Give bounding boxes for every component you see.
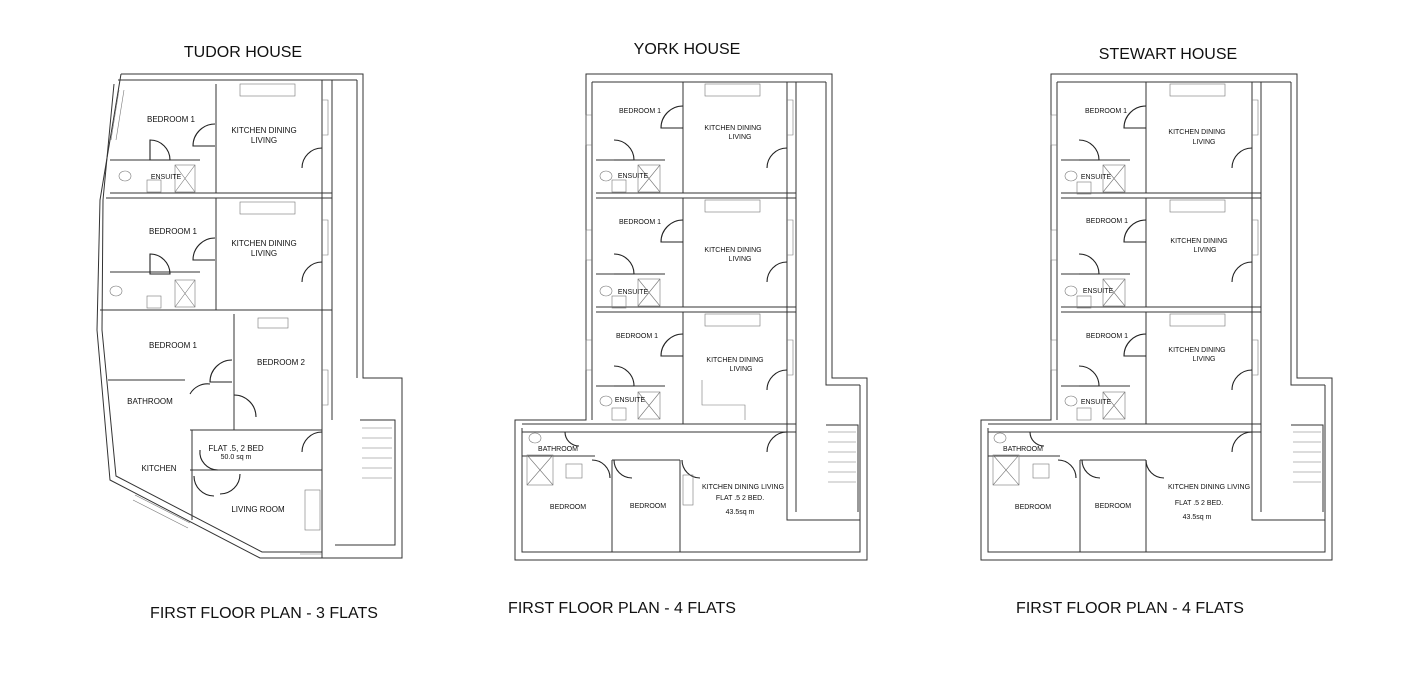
- stewart-kitchen-c-line1: KITCHEN DINING: [1168, 347, 1225, 354]
- york-kitchen-b-line1: KITCHEN DINING: [704, 247, 761, 254]
- york-kitchen-b-line2: LIVING: [729, 256, 752, 263]
- york-house-plan: YORK HOUSE: [508, 41, 868, 617]
- tudor-flat-c-line2: 50.0 sq m: [221, 454, 252, 461]
- york-ensuite-b: ENSUITE: [618, 289, 649, 296]
- tudor-kitchen-a-line2: LIVING: [251, 136, 277, 145]
- york-flat-d-line1: KITCHEN DINING LIVING: [702, 484, 784, 491]
- tudor-bedroom1-b: BEDROOM 1: [149, 227, 198, 236]
- stewart-bedroom1-a: BEDROOM 1: [1085, 108, 1127, 115]
- york-kitchen-c-line2: LIVING: [730, 366, 753, 373]
- stewart-ensuite-a: ENSUITE: [1081, 174, 1112, 181]
- york-ensuite-c: ENSUITE: [615, 397, 646, 404]
- stewart-bedroom-d2: BEDROOM: [1095, 503, 1131, 510]
- york-bedroom1-c: BEDROOM 1: [616, 333, 658, 340]
- york-bedroom1-b: BEDROOM 1: [619, 219, 661, 226]
- york-flat-d-line2: FLAT .5 2 BED.: [716, 495, 764, 502]
- tudor-house-title: TUDOR HOUSE: [184, 44, 302, 61]
- york-bathroom-d: BATHROOM: [538, 446, 578, 453]
- stewart-ensuite-c: ENSUITE: [1081, 399, 1112, 406]
- stewart-kitchen-c-line2: LIVING: [1193, 356, 1216, 363]
- york-flat-d-line3: 43.5sq m: [726, 509, 755, 516]
- stewart-flat-d-line1: KITCHEN DINING LIVING: [1168, 484, 1250, 491]
- tudor-kitchen-b-line2: LIVING: [251, 249, 277, 258]
- york-house-caption: FIRST FLOOR PLAN - 4 FLATS: [508, 600, 736, 617]
- tudor-kitchen-c: KITCHEN: [141, 464, 176, 473]
- stewart-kitchen-b-line1: KITCHEN DINING: [1170, 238, 1227, 245]
- stewart-flat-d-line2: FLAT .5 2 BED.: [1175, 500, 1223, 507]
- stewart-bedroom1-c: BEDROOM 1: [1086, 333, 1128, 340]
- stewart-ensuite-b: ENSUITE: [1083, 288, 1114, 295]
- stewart-house-plan: STEWART HOUSE: [980, 46, 1333, 617]
- tudor-bedroom1-c: BEDROOM 1: [149, 341, 198, 350]
- york-bedroom-d2: BEDROOM: [630, 503, 666, 510]
- york-kitchen-a-line2: LIVING: [729, 134, 752, 141]
- tudor-bedroom1-a: BEDROOM 1: [147, 115, 196, 124]
- stewart-kitchen-a-line2: LIVING: [1193, 139, 1216, 146]
- stewart-house-title: STEWART HOUSE: [1099, 46, 1237, 63]
- stewart-flat-d-line3: 43.5sq m: [1183, 514, 1212, 521]
- tudor-flat-c-line1: FLAT .5, 2 BED: [208, 444, 264, 453]
- tudor-kitchen-a-line1: KITCHEN DINING: [231, 126, 296, 135]
- tudor-kitchen-b-line1: KITCHEN DINING: [231, 239, 296, 248]
- york-house-title: YORK HOUSE: [634, 41, 741, 58]
- york-ensuite-a: ENSUITE: [618, 173, 649, 180]
- york-kitchen-c-line1: KITCHEN DINING: [706, 357, 763, 364]
- tudor-ensuite-a: ENSUITE: [151, 174, 182, 181]
- stewart-house-caption: FIRST FLOOR PLAN - 4 FLATS: [1016, 600, 1244, 617]
- tudor-bedroom2-c: BEDROOM 2: [257, 358, 306, 367]
- stewart-bedroom1-b: BEDROOM 1: [1086, 218, 1128, 225]
- york-bedroom-d1: BEDROOM: [550, 504, 586, 511]
- stewart-bedroom-d1: BEDROOM: [1015, 504, 1051, 511]
- stewart-kitchen-b-line2: LIVING: [1194, 247, 1217, 254]
- tudor-house-plan: TUDOR HOUSE: [96, 44, 403, 622]
- tudor-living-c: LIVING ROOM: [231, 505, 285, 514]
- stewart-kitchen-a-line1: KITCHEN DINING: [1168, 129, 1225, 136]
- york-bedroom1-a: BEDROOM 1: [619, 108, 661, 115]
- tudor-bathroom-c: BATHROOM: [127, 397, 173, 406]
- tudor-house-caption: FIRST FLOOR PLAN - 3 FLATS: [150, 605, 378, 622]
- york-kitchen-a-line1: KITCHEN DINING: [704, 125, 761, 132]
- stewart-bathroom-d: BATHROOM: [1003, 446, 1043, 453]
